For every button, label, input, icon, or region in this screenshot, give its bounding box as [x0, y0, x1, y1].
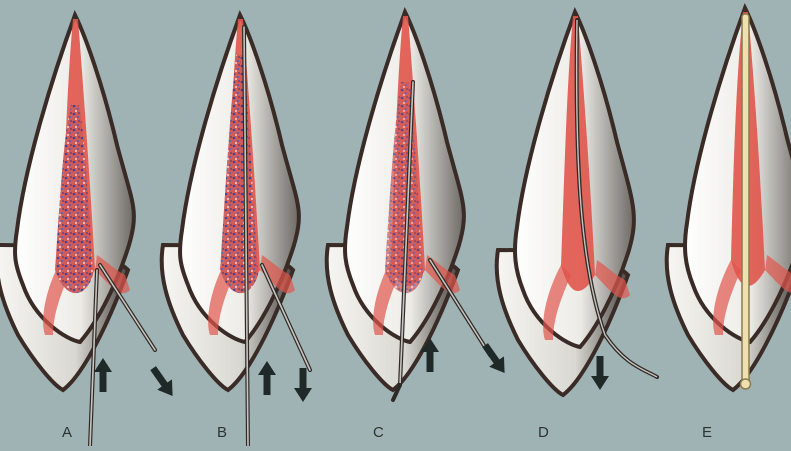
panel-label-a: A — [62, 424, 73, 441]
panel-d — [497, 12, 657, 395]
panel-label-b: B — [217, 424, 228, 441]
panel-c — [327, 12, 512, 400]
panel-label-e: E — [702, 424, 713, 441]
down-right-arrow — [146, 363, 180, 401]
down-arrow — [591, 356, 609, 390]
panel-b — [162, 15, 312, 446]
gutta-percha-cone — [742, 14, 749, 386]
panel-label-c: C — [373, 424, 384, 441]
up-arrow — [258, 361, 276, 395]
down-arrow — [294, 368, 312, 402]
gutta-percha-cap — [741, 379, 751, 389]
panel-e — [667, 8, 791, 390]
panel-a — [0, 15, 180, 446]
panel-label-d: D — [538, 424, 549, 441]
down-right-arrow-shape — [146, 363, 180, 401]
up-arrow — [94, 358, 112, 392]
